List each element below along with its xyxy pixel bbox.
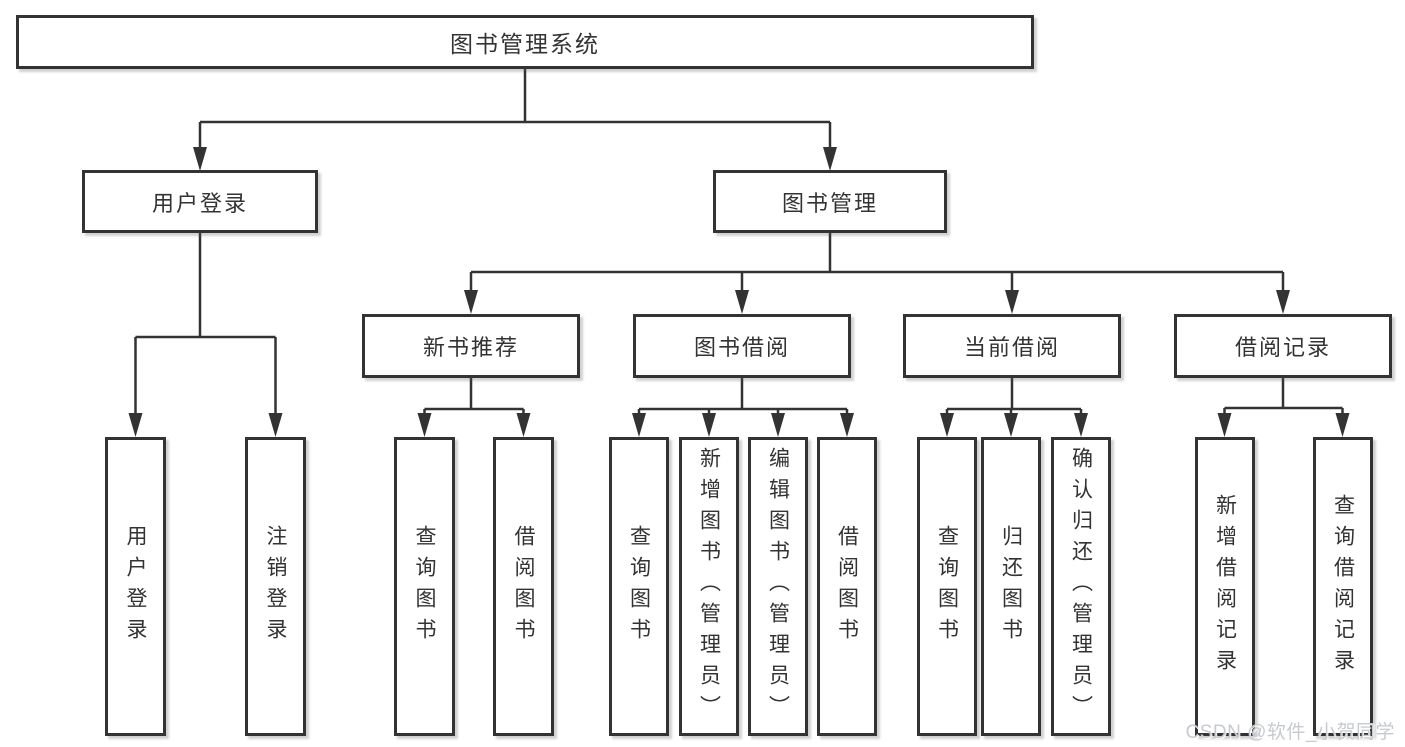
leaf-label: 借阅图书 bbox=[512, 524, 535, 649]
leaf-query-borrow-record: 查询借阅记录 bbox=[1313, 437, 1373, 736]
leaf-label: 查询借阅记录 bbox=[1331, 493, 1355, 680]
node-current-borrowing: 当前借阅 bbox=[903, 314, 1121, 378]
node-label: 当前借阅 bbox=[963, 335, 1060, 360]
leaf-label: 注销登录 bbox=[264, 524, 287, 649]
node-user-login: 用户登录 bbox=[82, 170, 318, 233]
node-label: 图书借阅 bbox=[693, 335, 790, 360]
node-book-management: 图书管理 bbox=[713, 170, 947, 233]
leaf-add-borrow-record: 新增借阅记录 bbox=[1195, 437, 1255, 736]
node-borrowing-records: 借阅记录 bbox=[1174, 314, 1392, 378]
leaf-label: 查询图书 bbox=[627, 524, 651, 649]
leaf-query-books-borrow: 查询图书 bbox=[609, 437, 669, 736]
node-label: 用户登录 bbox=[151, 190, 248, 216]
node-label: 图书管理系统 bbox=[450, 31, 600, 57]
leaf-label: 新增图书（管理员） bbox=[697, 447, 721, 726]
leaf-confirm-return-admin: 确认归还（管理员） bbox=[1051, 437, 1111, 736]
connector-user-login-to-leaves bbox=[128, 233, 283, 437]
node-new-book-recommend: 新书推荐 bbox=[362, 314, 580, 378]
leaf-borrow-books-recommend: 借阅图书 bbox=[493, 437, 554, 736]
leaf-add-books-admin: 新增图书（管理员） bbox=[679, 437, 739, 736]
connector-book-borrow-to-leaves bbox=[632, 378, 854, 437]
leaf-return-books: 归还图书 bbox=[981, 437, 1041, 736]
node-root-system: 图书管理系统 bbox=[16, 15, 1034, 69]
leaf-label: 确认归还（管理员） bbox=[1069, 447, 1093, 726]
node-label: 借阅记录 bbox=[1234, 335, 1331, 360]
connector-root-to-level2 bbox=[193, 69, 837, 171]
leaf-label: 查询图书 bbox=[935, 524, 959, 649]
leaf-query-books-recommend: 查询图书 bbox=[394, 437, 455, 736]
connector-book-mgmt-to-level3 bbox=[464, 233, 1290, 314]
leaf-borrow-books: 借阅图书 bbox=[817, 437, 877, 736]
connector-borrow-records-to-leaves bbox=[1217, 378, 1350, 437]
leaf-edit-books-admin: 编辑图书（管理员） bbox=[748, 437, 808, 736]
csdn-watermark: CSDN @软件_小贺同学 bbox=[1185, 722, 1395, 743]
leaf-label: 归还图书 bbox=[999, 524, 1023, 649]
leaf-label: 借阅图书 bbox=[835, 524, 859, 649]
connector-new-book-to-leaves bbox=[417, 378, 531, 437]
node-label: 图书管理 bbox=[781, 190, 878, 216]
leaf-label: 查询图书 bbox=[413, 524, 436, 649]
node-label: 新书推荐 bbox=[422, 335, 519, 360]
leaf-label: 新增借阅记录 bbox=[1213, 493, 1237, 680]
leaf-label: 用户登录 bbox=[124, 524, 147, 649]
connector-current-borrow-to-leaves bbox=[940, 378, 1088, 437]
leaf-label: 编辑图书（管理员） bbox=[766, 447, 790, 726]
node-book-borrowing: 图书借阅 bbox=[633, 314, 851, 378]
leaf-query-books-current: 查询图书 bbox=[917, 437, 977, 736]
leaf-logout: 注销登录 bbox=[245, 437, 306, 736]
leaf-user-login: 用户登录 bbox=[105, 437, 166, 736]
